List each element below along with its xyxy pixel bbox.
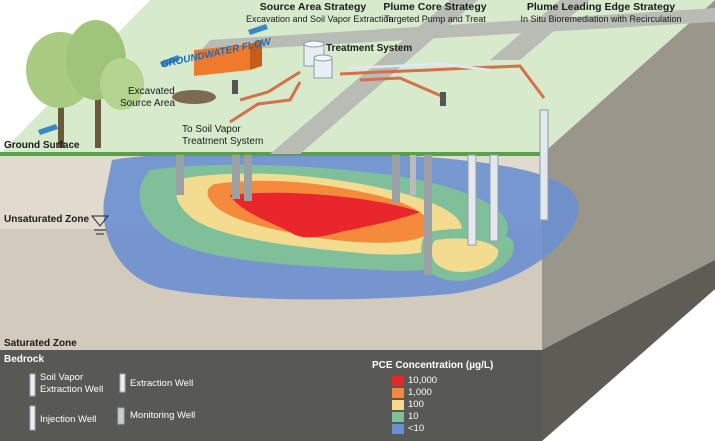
bedrock-side-face [542,260,715,441]
tree-cluster-icon [26,20,144,148]
legend-swatch-10 [392,412,404,422]
legend-conc-lt10: <10 [408,423,425,434]
bedrock-band [0,350,542,441]
legend-sve-line1: Soil Vapor [40,372,84,383]
legend-swatch-1000 [392,388,404,398]
treatment-system-icon [303,40,333,79]
conveyance-pipes [229,64,546,124]
excavated-pit-icon [172,90,216,104]
bedrock-label: Bedrock [4,354,45,365]
excavated-label-line2: Source Area [120,98,176,109]
site-roads [200,0,715,154]
recirculation-pipes [349,62,491,72]
excavation-building-icon [194,44,250,76]
legend-conc-10: 10 [408,411,419,422]
saturated-zone-label: Saturated Zone [4,338,77,349]
concentration-legend-swatches [392,376,404,434]
legend-swatch-lt10 [392,424,404,434]
excavated-label-line1: Excavated [128,86,175,97]
contaminant-plume [103,152,579,300]
well-legend-icons [29,373,126,431]
legend-swatch-10000 [392,376,404,386]
strategy-subtitle-core: Targeted Pump and Treat [384,14,486,24]
legend-injection: Injection Well [40,414,97,425]
unsaturated-zone-label: Unsaturated Zone [4,214,90,225]
treatment-system-label: Treatment System [326,43,413,54]
monitoring-well-icon [232,80,446,195]
injection-well-icon [467,109,549,246]
soil-vapor-extraction-well-icon [176,155,240,199]
legend-monitoring: Monitoring Well [130,410,196,421]
groundwater-flow-arrows [38,24,268,135]
strategy-subtitle-source: Excavation and Soil Vapor Extraction [246,14,394,24]
extraction-well-icon [244,155,432,275]
strategy-title-source: Source Area Strategy [259,1,367,13]
legend-swatch-100 [392,400,404,410]
ground-surface-label: Ground Surface [4,140,80,151]
svt-label-line2: Treatment System [182,136,264,147]
legend-conc-10000: 10,000 [408,375,438,386]
wells [176,80,549,275]
legend-conc-100: 100 [408,399,424,410]
strategy-title-edge: Plume Leading Edge Strategy [526,1,676,13]
legend-sve-line2: Extraction Well [40,384,104,395]
legend-conc-1000: 1,000 [408,387,432,398]
strategy-title-core: Plume Core Strategy [383,1,487,13]
concentration-legend-title: PCE Concentration (µg/L) [372,360,494,371]
strategy-subtitle-edge: In Situ Bioremediation with Recirculatio… [520,14,682,24]
svt-label-line1: To Soil Vapor [182,124,241,135]
legend-extraction: Extraction Well [130,378,194,389]
water-table-icon [90,215,110,235]
